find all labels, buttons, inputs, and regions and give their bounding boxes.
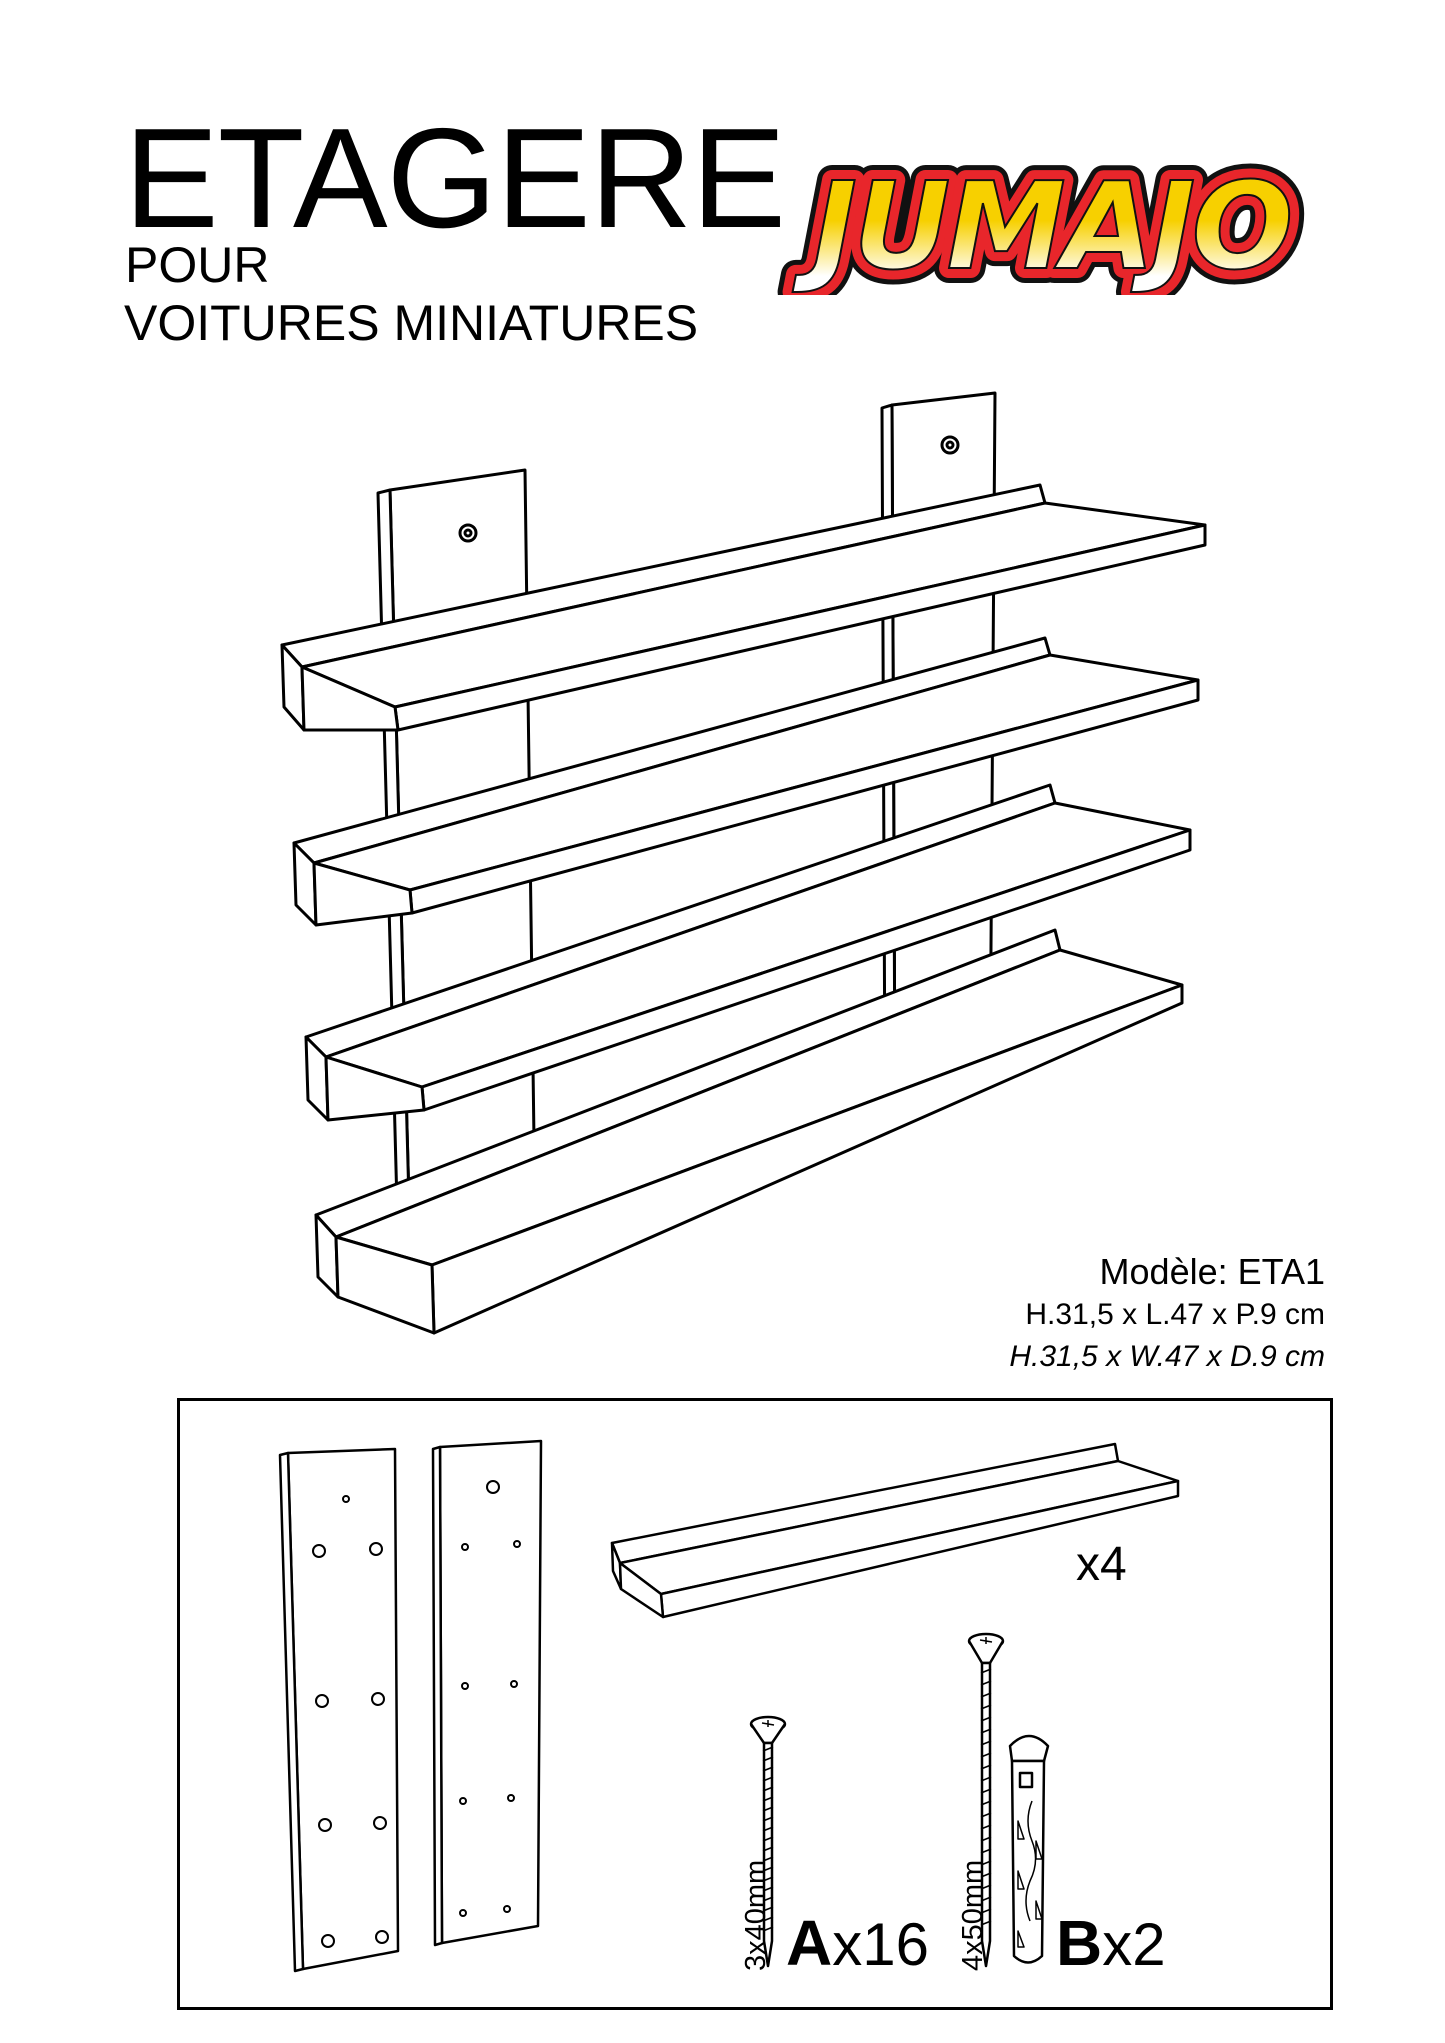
model-info: Modèle: ETA1 H.31,5 x L.47 x P.9 cm H.31… [1009,1250,1325,1378]
screw-b-qty: x2 [1102,1911,1166,1978]
upright-panel-left [278,1447,400,1973]
shelf-quantity: x4 [1076,1538,1127,1591]
assembled-shelf-illustration [280,391,1207,1335]
model-name: Modèle: ETA1 [1099,1251,1325,1292]
upright-panel-right [431,1439,543,1947]
dimensions-fr: H.31,5 x L.47 x P.9 cm [1025,1298,1325,1331]
screw-a [749,1715,787,1968]
dimensions-en: H.31,5 x W.47 x D.9 cm [1009,1340,1325,1373]
shelf-part [610,1442,1180,1619]
svg-text:JUMAJO: JUMAJO [792,158,1289,295]
shelf-3 [304,783,1192,1122]
screw-b-label: Bx2 [1056,1911,1166,1975]
svg-text:JUMAJO: JUMAJO [792,158,1289,295]
subtitle-line1: POUR [125,237,270,293]
shelf-1 [280,483,1207,732]
screw-a-label: Ax16 [786,1911,929,1975]
screw-a-size: 3x40mm [740,1859,772,1971]
svg-text:JUMAJO: JUMAJO [792,158,1289,295]
parts-list-box: x4 3x40mm Ax16 4x50mm Bx2 [177,1398,1333,2010]
brand-logo: JUMAJO JUMAJO JUMAJO [777,150,1308,295]
page-title: ETAGERE [124,99,786,258]
screw-b [967,1632,1005,1968]
screw-a-qty: x16 [832,1911,929,1978]
screw-a-letter: A [786,1907,833,1979]
shelf-4 [314,928,1184,1335]
wall-anchor [1008,1734,1050,1964]
subtitle-line2: VOITURES MINIATURES [124,295,699,351]
shelf-2 [292,636,1200,927]
screw-b-size: 4x50mm [957,1859,989,1971]
screw-b-letter: B [1056,1907,1103,1979]
